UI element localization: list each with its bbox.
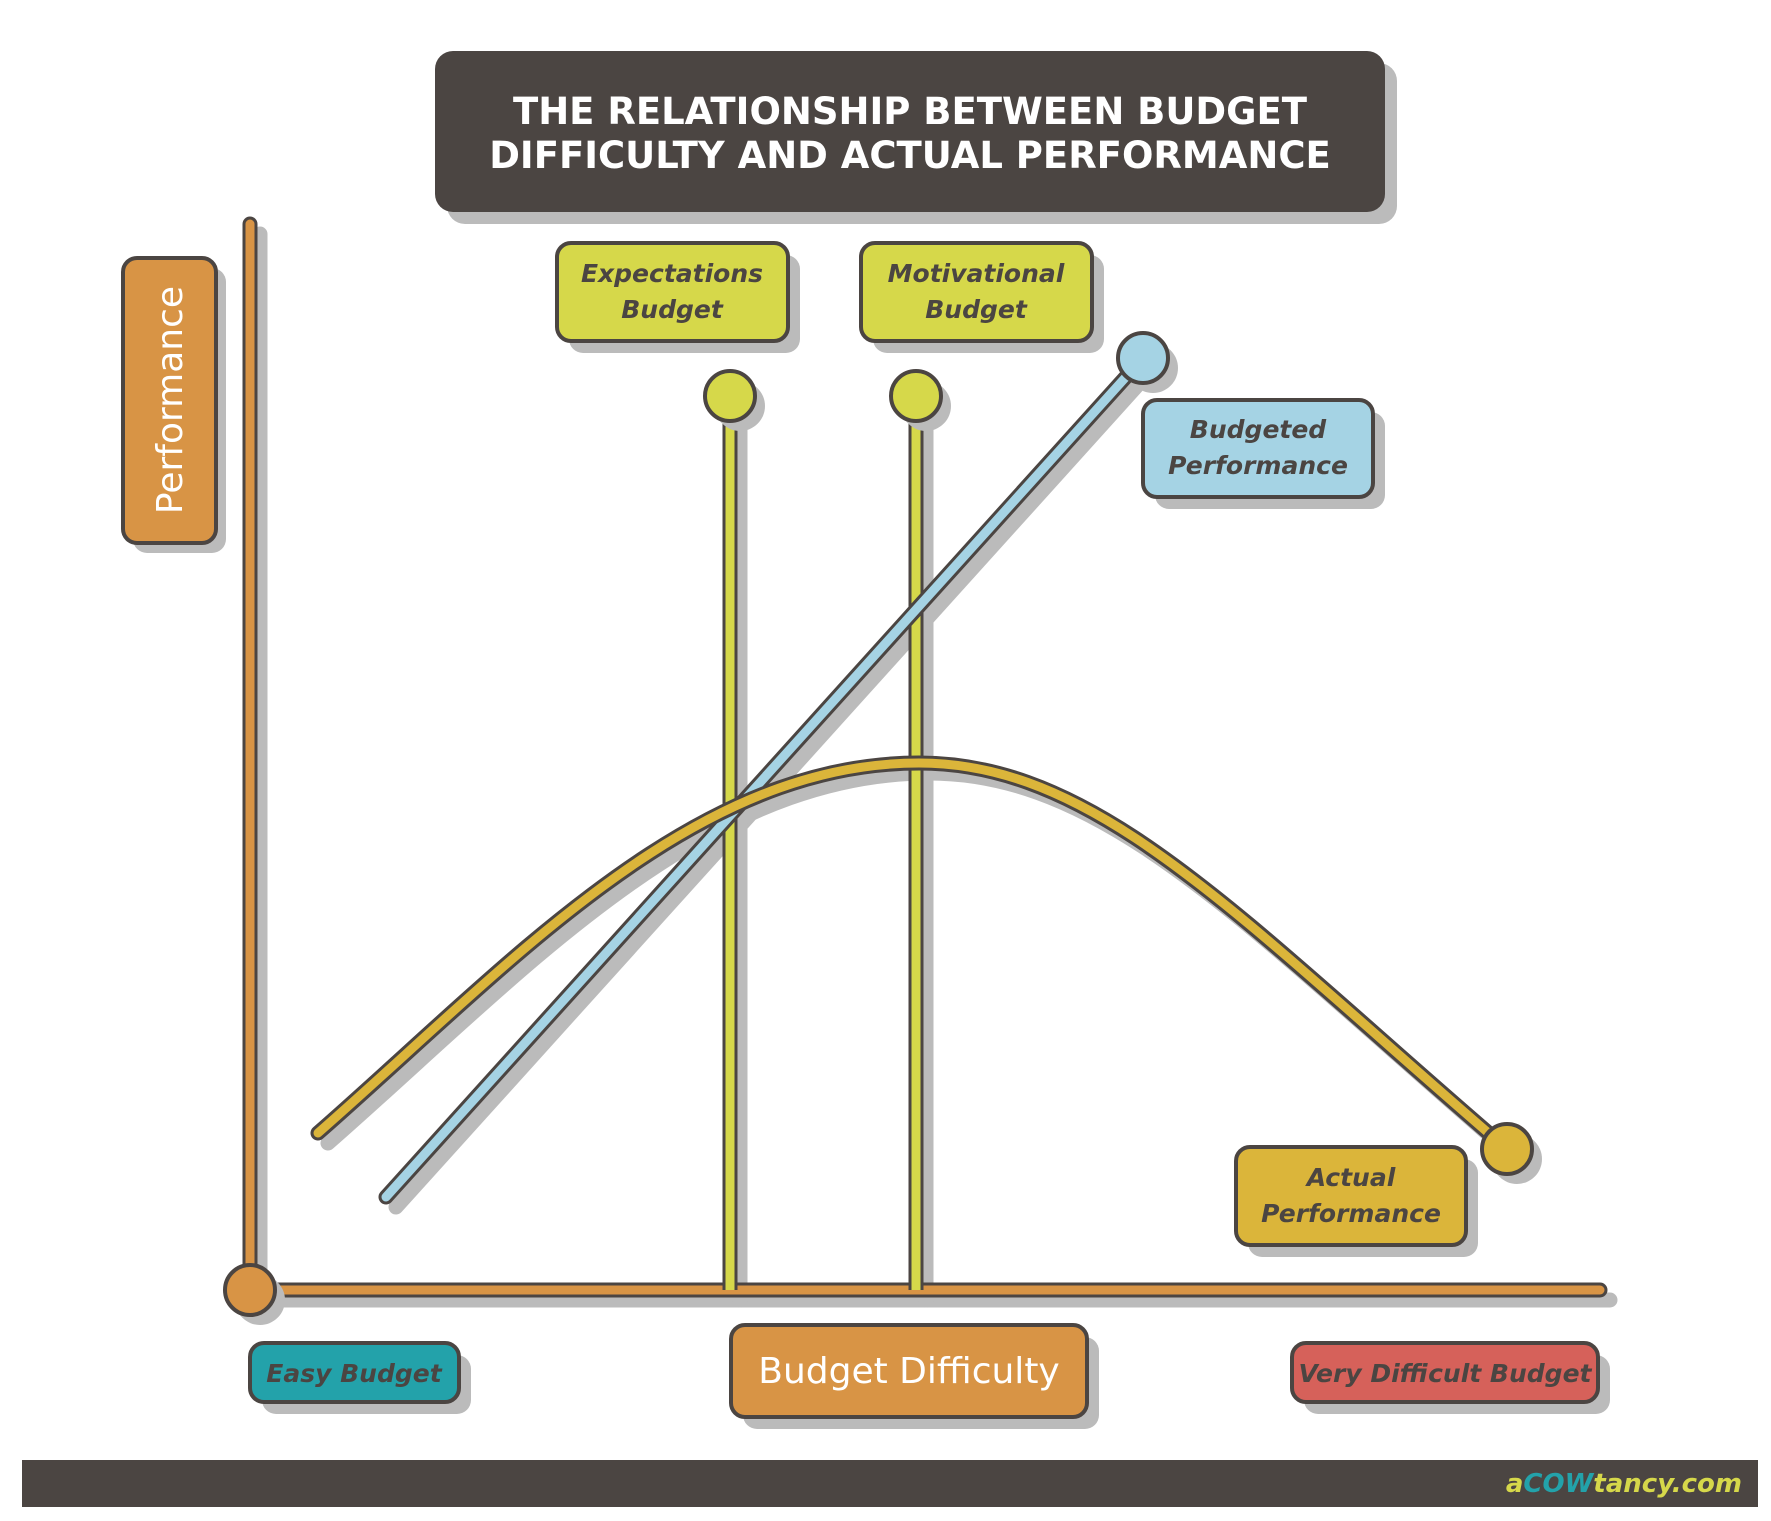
y-axis-label: Performance (150, 286, 191, 514)
svg-text:Budget: Budget (925, 295, 1028, 324)
title-line-1: THE RELATIONSHIP BETWEEN BUDGET (513, 90, 1308, 133)
svg-text:Budgeted: Budgeted (1190, 415, 1328, 444)
svg-text:Performance: Performance (1261, 1199, 1441, 1228)
very-difficult-budget-label: Very Difficult Budget (1290, 1341, 1610, 1414)
budgeted-performance-label: Budgeted Performance (1141, 398, 1385, 509)
actual-performance-curve (310, 755, 1542, 1184)
budgeted-performance-line (378, 331, 1178, 1205)
motivational-budget-marker (889, 369, 951, 1290)
svg-text:Performance: Performance (1168, 451, 1348, 480)
origin-point (223, 1263, 285, 1325)
footer-bar: aCOWtancy.com (22, 1460, 1758, 1507)
x-axis-label: Budget Difficulty (758, 1351, 1059, 1392)
easy-budget-label: Easy Budget (248, 1341, 471, 1414)
actual-performance-label: Actual Performance (1234, 1145, 1478, 1257)
expectations-budget-label: Expectations Budget (555, 241, 800, 353)
y-axis-label-box: Performance (121, 256, 226, 553)
svg-text:Motivational: Motivational (888, 259, 1065, 288)
title-line-2: DIFFICULTY AND ACTUAL PERFORMANCE (489, 134, 1331, 177)
motivational-budget-label: Motivational Budget (859, 241, 1104, 353)
svg-text:Easy Budget: Easy Budget (266, 1359, 442, 1388)
acowtancy-logo: aCOWtancy.com (1506, 1469, 1742, 1499)
svg-text:Actual: Actual (1305, 1163, 1396, 1192)
svg-text:Expectations: Expectations (581, 259, 763, 288)
svg-text:Budget: Budget (621, 295, 724, 324)
title-box: THE RELATIONSHIP BETWEEN BUDGET DIFFICUL… (435, 51, 1397, 224)
svg-text:Very Difficult Budget: Very Difficult Budget (1299, 1359, 1593, 1388)
x-axis-label-box: Budget Difficulty (729, 1323, 1099, 1429)
expectations-budget-marker (703, 369, 765, 1290)
